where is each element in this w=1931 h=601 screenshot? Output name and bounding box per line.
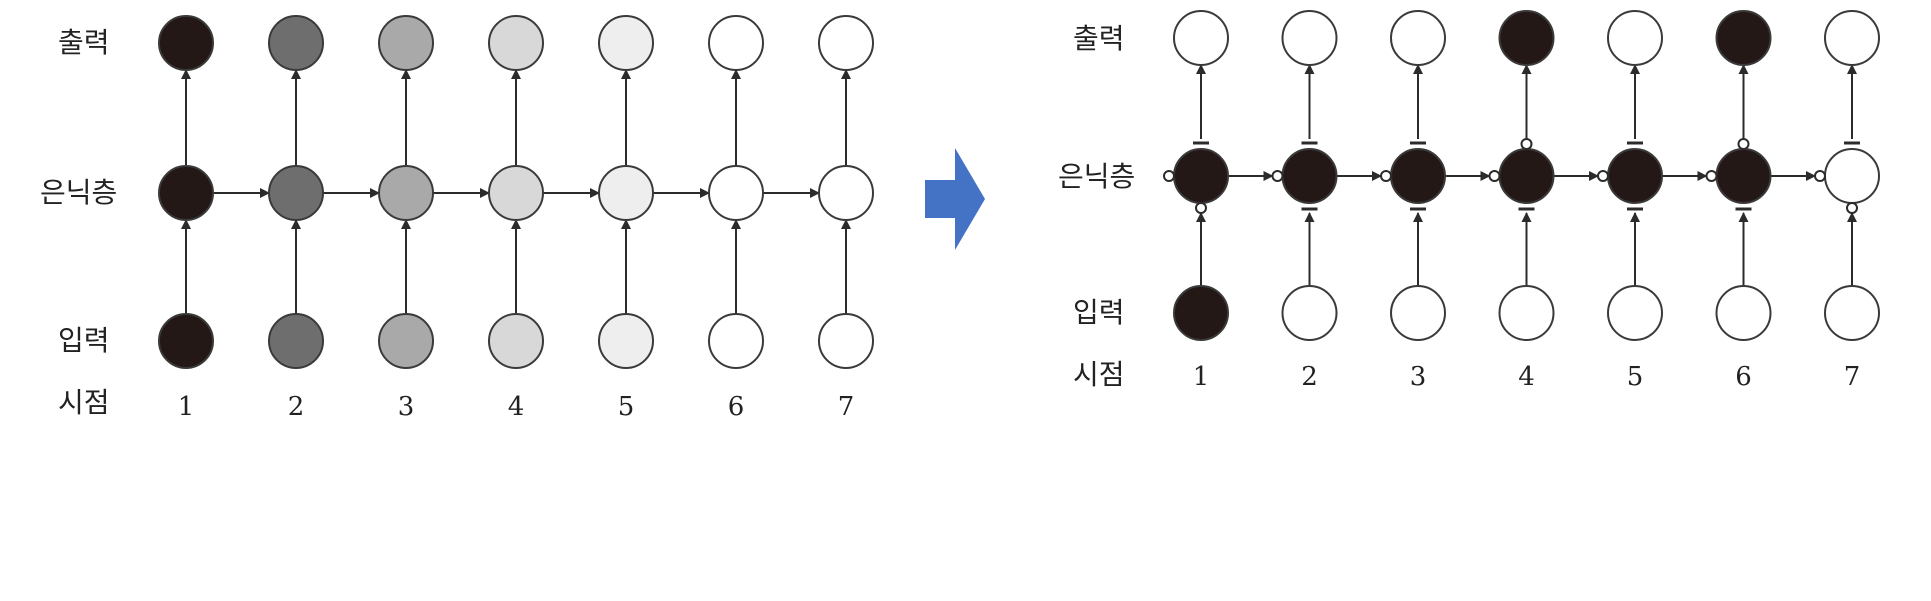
left-time-step-label: 1 [178, 392, 195, 422]
right-arrow-icon [925, 148, 985, 250]
left-time-step-label: 6 [728, 392, 745, 422]
right-hidden-node [1607, 148, 1663, 204]
left-row-label-hidden: 은닉층 [40, 176, 117, 209]
right-node-grid: 1 2 3 4 5 6 7 [1163, 10, 1880, 392]
left-hidden-node [378, 165, 434, 221]
left-time-step-label: 7 [838, 392, 855, 422]
left-output-node [708, 15, 764, 71]
left-time-step-label: 2 [288, 392, 305, 422]
right-input-node [1281, 285, 1338, 341]
right-input-node [1607, 285, 1663, 341]
right-time-step-label: 1 [1193, 362, 1210, 392]
left-input-node [268, 313, 324, 369]
right-input-node [1715, 285, 1772, 341]
right-forget-gate-open [1271, 170, 1284, 182]
right-hidden-node [1824, 148, 1880, 204]
right-panel: 출력 은닉층 입력 시점 1 2 3 4 5 6 7 [1058, 10, 1880, 392]
right-time-step-label: 2 [1301, 362, 1318, 392]
right-output-node [1281, 10, 1338, 66]
left-input-node [158, 313, 214, 369]
right-input-node [1824, 285, 1880, 341]
right-forget-gate-open [1814, 170, 1826, 182]
right-input-node [1390, 285, 1446, 341]
left-input-node [708, 313, 764, 369]
right-input-node [1498, 285, 1555, 341]
right-output-node [1498, 10, 1555, 66]
right-hidden-node [1281, 148, 1338, 204]
right-row-label-output: 출력 [1073, 22, 1125, 55]
right-input-gate-open [1195, 202, 1207, 214]
right-time-step-label: 5 [1627, 362, 1644, 392]
left-hidden-node [598, 165, 654, 221]
right-forget-gate-open [1597, 170, 1609, 182]
right-time-step-label: 7 [1844, 362, 1861, 392]
left-hidden-node [708, 165, 764, 221]
left-hidden-node [488, 165, 544, 221]
right-forget-gate-open [1488, 170, 1501, 182]
right-time-step-label: 6 [1735, 362, 1752, 392]
right-output-node [1824, 10, 1880, 66]
right-output-node [1390, 10, 1446, 66]
left-time-step-label: 5 [618, 392, 635, 422]
right-time-step-label: 3 [1410, 362, 1427, 392]
right-output-node [1715, 10, 1772, 66]
right-row-label-time: 시점 [1073, 358, 1125, 391]
right-forget-gate-open [1705, 170, 1718, 182]
left-hidden-node [818, 165, 874, 221]
right-hidden-node [1715, 148, 1772, 204]
left-input-node [378, 313, 434, 369]
right-forget-gate-open [1163, 170, 1175, 182]
right-hidden-node [1498, 148, 1555, 204]
right-input-gate-open [1846, 202, 1858, 214]
left-input-node [598, 313, 654, 369]
left-hidden-node [158, 165, 214, 221]
left-output-node [378, 15, 434, 71]
right-output-node [1607, 10, 1663, 66]
left-panel: 출력 은닉층 입력 시점 1 2 3 4 5 6 7 [40, 15, 874, 422]
right-forget-gate-open [1380, 170, 1392, 182]
right-hidden-node [1390, 148, 1446, 204]
left-output-node [488, 15, 544, 71]
left-node-grid: 1 2 3 4 5 6 7 [158, 15, 874, 422]
left-row-label-output: 출력 [58, 26, 110, 59]
left-hidden-node [268, 165, 324, 221]
left-output-node [268, 15, 324, 71]
left-output-node [818, 15, 874, 71]
right-input-node [1173, 285, 1229, 341]
right-time-step-label: 4 [1518, 362, 1535, 392]
transition-arrow [925, 148, 985, 250]
left-row-label-time: 시점 [58, 386, 110, 419]
left-input-node [488, 313, 544, 369]
left-output-node [598, 15, 654, 71]
left-row-label-input: 입력 [58, 324, 110, 357]
right-hidden-node [1173, 148, 1229, 204]
right-row-label-input: 입력 [1073, 296, 1125, 329]
right-output-gate-open [1520, 138, 1533, 150]
right-output-node [1173, 10, 1229, 66]
left-time-step-label: 3 [398, 392, 415, 422]
right-output-gate-open [1737, 138, 1750, 150]
right-row-label-hidden: 은닉층 [1058, 160, 1135, 193]
left-time-step-label: 4 [508, 392, 525, 422]
left-input-node [818, 313, 874, 369]
left-output-node [158, 15, 214, 71]
